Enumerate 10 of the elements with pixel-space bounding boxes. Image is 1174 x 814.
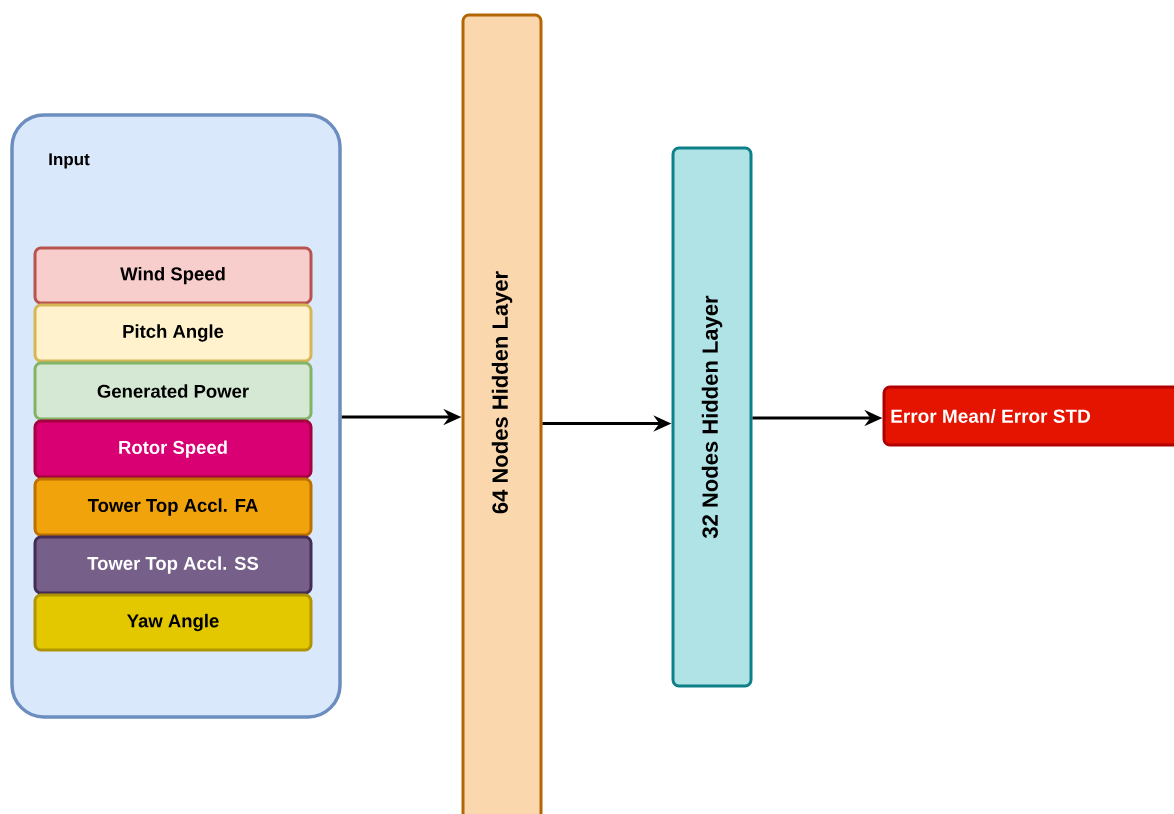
input-feature-box: Tower Top Accl. FA (33, 477, 313, 537)
output-box: Error Mean/ Error STD (882, 385, 1174, 447)
input-feature-box: Yaw Angle (33, 593, 313, 652)
input-feature-box: Generated Power (33, 361, 313, 421)
input-feature-box: Pitch Angle (33, 303, 313, 363)
input-feature-box: Wind Speed (33, 246, 313, 305)
input-feature-box: Tower Top Accl. SS (33, 535, 313, 595)
hidden-layer-bar: 32 Nodes Hidden Layer (671, 146, 753, 688)
hidden-layer-bar: 64 Nodes Hidden Layer (461, 13, 543, 814)
input-feature-box: Rotor Speed (33, 419, 313, 479)
